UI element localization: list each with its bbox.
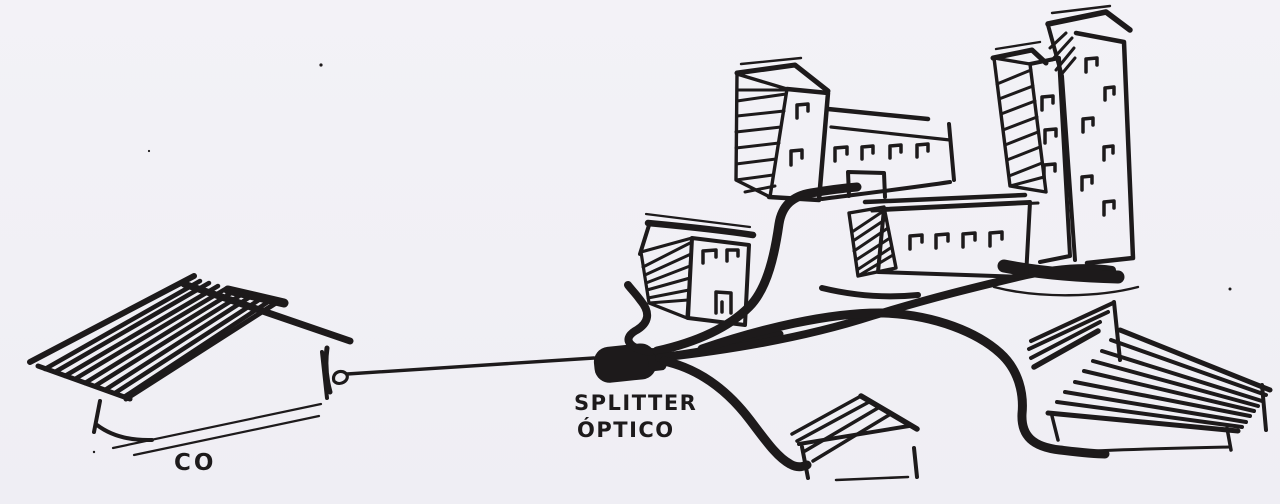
tower-top-thin [739,56,803,66]
tower-front-top-face [1045,9,1133,33]
small-cottage [790,393,920,482]
cottage-roof-eave [797,424,911,446]
large-house-right-corner [1260,383,1268,432]
tower-back-top-face [990,47,1049,66]
low-building-front-face [876,200,1032,279]
tower-front-left-edge [1046,23,1077,262]
towers-base-cable [997,259,1125,284]
small-house-roof-edge [638,220,652,256]
co-roof-ridge [180,280,354,345]
wing-windows [833,142,930,163]
tower-back-top-thin [994,40,1042,51]
wing-top-edge [825,106,931,122]
tower-back-windows [1040,94,1058,180]
wing-right-edge [947,122,956,182]
cottage-left-wall [800,445,810,480]
large-house-left-wall [1050,414,1060,442]
co-label: CO [174,450,216,476]
low-building-hatched-end [847,205,898,278]
co-base-lines [111,402,323,457]
tower-top-face [734,62,831,94]
co-roof-ridge-overdraw [223,285,289,308]
large-house-right-wall [1225,426,1233,452]
small-house-roof-thin [644,212,752,229]
tower-windows [789,102,810,167]
large-house [1027,300,1273,454]
large-house-roof-ridge [1117,327,1273,393]
ink-speck [1228,287,1232,291]
tower-blocks [990,4,1136,266]
large-house-roof-stripes [1055,338,1268,429]
low-building [847,192,1040,279]
large-house-roof-eave [1045,410,1241,434]
splitter-label-line1: SPLITTER [574,391,697,415]
feeder-anchor-stroke [323,345,333,395]
co-roof-stripes [42,278,274,400]
large-house-gable-edge [1112,300,1122,362]
cable-merge-strand [819,285,921,300]
splitter-label: SPLITTER ÓPTICO [574,391,697,442]
small-house-hatch-lines [641,240,694,305]
tower-hatch-lines [734,88,788,194]
large-house-left-gable-stripes [1027,301,1115,360]
tower-back-front-face [1028,56,1072,264]
ink-speck [147,149,151,153]
small-house-front-face [686,236,751,327]
splitter-label-line2: ÓPTICO [577,417,675,442]
low-building-top-edge [862,192,1028,205]
tower-front-face [1073,30,1136,266]
low-building-hatch-lines [850,208,895,278]
large-house-base [1073,445,1232,454]
office-building [734,56,956,203]
small-house-door [714,290,733,315]
co-building: CO [27,273,354,476]
ink-speck [319,63,323,67]
tower-front-top-thin [1050,4,1112,15]
co-roof-left-edge [27,273,197,365]
feeder-anchor-loop [331,369,349,386]
tower-back-hatched-face [992,56,1048,194]
small-house-roof [644,219,757,239]
wing-second-edge [829,125,952,142]
drop-cables [624,182,1140,472]
cottage-base [834,475,910,482]
cottage-right-wall [912,446,919,479]
small-house [638,212,757,327]
large-house-left-gable-eave [1031,328,1101,370]
feeder-line [345,356,596,376]
wing-door [846,170,887,199]
cottage-roof-left-edge [790,394,863,436]
tower-front-hatch-lines [1048,31,1077,78]
cottage-roof-stripes [795,400,891,463]
drop-to-cottage [659,356,812,472]
tower-back-hatch-lines [995,68,1046,188]
ink-speck [92,450,96,454]
ink-specks [92,63,1232,454]
tower-front-windows [1080,56,1116,217]
low-building-windows [908,230,1004,251]
drop-to-large-house [697,308,1110,459]
feeder-fiber [323,345,596,395]
co-left-wall [92,399,154,443]
co-roof-eave-front [123,300,279,402]
drop-to-small-house [624,281,655,356]
tower-front-face [766,86,831,203]
small-house-windows [701,248,740,265]
towers-base-underline [992,285,1140,297]
